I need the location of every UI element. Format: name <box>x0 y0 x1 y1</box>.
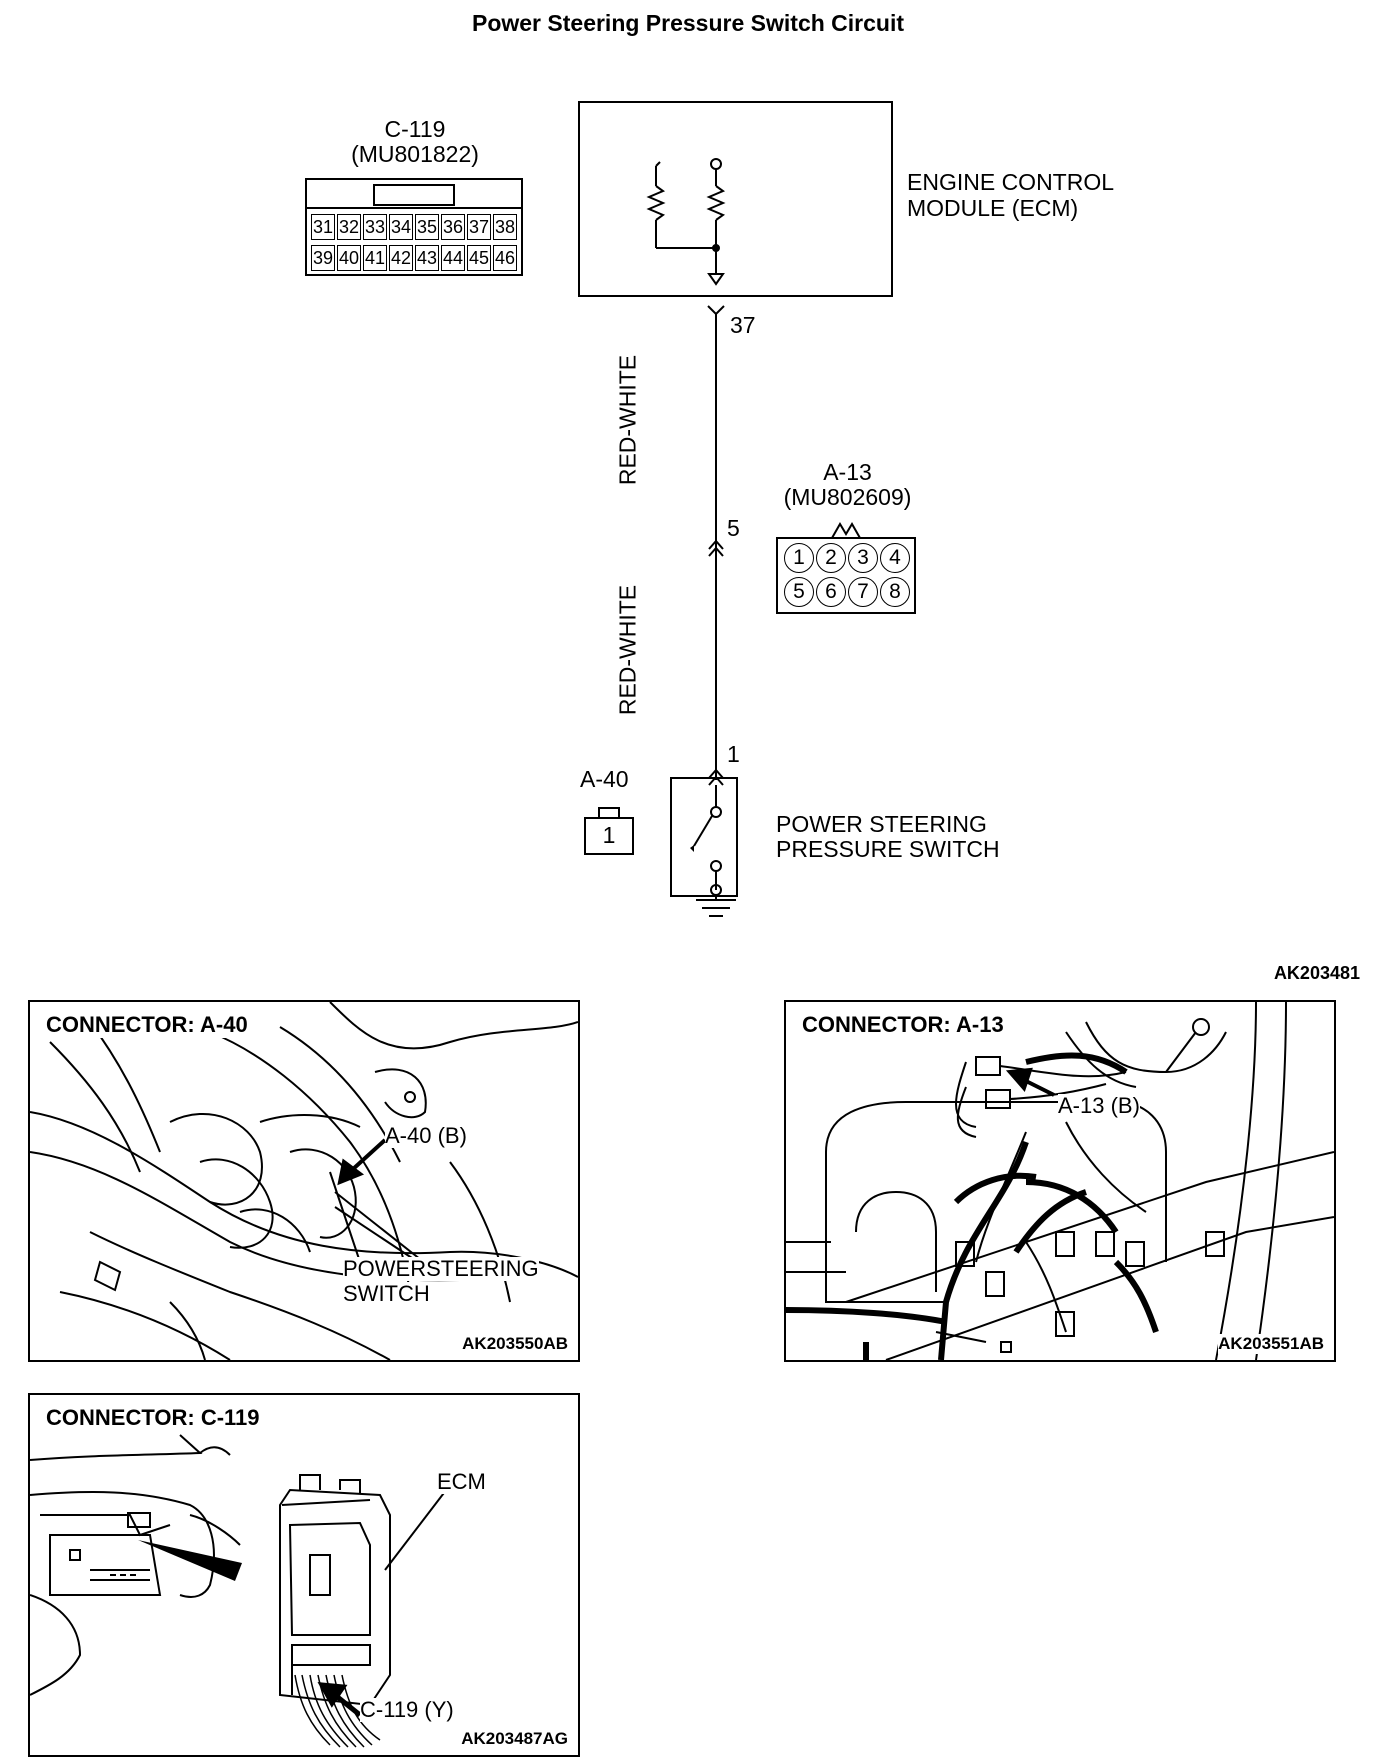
connector-pin: 4 <box>880 543 910 573</box>
switch-label-line1: POWER STEERING <box>776 811 987 837</box>
panel-connector-a13: CONNECTOR: A-13 A-13 (B) AK203551AB <box>784 1000 1336 1362</box>
connector-pin: 40 <box>337 245 361 271</box>
connector-pin: 46 <box>493 245 517 271</box>
a40-panel-switch-line1: POWERSTEERING <box>343 1256 539 1281</box>
c119-panel-code: AK203487AG <box>461 1729 568 1749</box>
connector-pin: 32 <box>337 214 361 240</box>
connector-pin: 36 <box>441 214 465 240</box>
wire-color-upper: RED-WHITE <box>614 354 641 486</box>
a13-connector-face <box>776 522 916 614</box>
a40-pin-1: 1 <box>602 822 616 848</box>
ecm-internal-circuit <box>646 158 726 286</box>
connector-pin: 31 <box>311 214 335 240</box>
connector-pin: 7 <box>848 577 878 607</box>
c119-panel-title: CONNECTOR: C-119 <box>44 1405 262 1431</box>
a13-panel-code: AK203551AB <box>1218 1334 1324 1354</box>
connector-pin: 5 <box>784 577 814 607</box>
terminal-a13: 5 <box>727 515 740 541</box>
ecm-label-line2: MODULE (ECM) <box>907 195 1079 221</box>
connector-pin: 37 <box>467 214 491 240</box>
connector-pin: 45 <box>467 245 491 271</box>
connector-pin: 35 <box>415 214 439 240</box>
connector-pin: 1 <box>784 543 814 573</box>
c119-id: C-119 <box>384 116 446 142</box>
main-wire <box>707 305 725 786</box>
c119-panel-ecm-label: ECM <box>437 1469 486 1494</box>
panel-connector-c119: CONNECTOR: C-119 ECM C-119 (Y) AK203487A… <box>28 1393 580 1757</box>
a40-panel-title: CONNECTOR: A-40 <box>44 1012 250 1038</box>
connector-pin: 8 <box>880 577 910 607</box>
a40-photo-illustration <box>30 1002 578 1360</box>
page-title: Power Steering Pressure Switch Circuit <box>471 10 905 36</box>
wire-color-lower: RED-WHITE <box>614 584 641 716</box>
a13-panel-callout: A-13 (B) <box>1058 1093 1140 1118</box>
connector-pin: 41 <box>363 245 387 271</box>
c119-panel-callout: C-119 (Y) <box>360 1697 454 1722</box>
a13-id: A-13 <box>823 459 872 485</box>
switch-label-line2: PRESSURE SWITCH <box>776 836 1000 862</box>
connector-pin: 34 <box>389 214 413 240</box>
a13-panel-title: CONNECTOR: A-13 <box>800 1012 1006 1038</box>
connector-pin: 43 <box>415 245 439 271</box>
connector-pin: 2 <box>816 543 846 573</box>
a13-part-number: (MU802609) <box>783 484 912 510</box>
connector-pin: 3 <box>848 543 878 573</box>
switch-symbol <box>693 785 736 917</box>
connector-pin: 6 <box>816 577 846 607</box>
terminal-switch: 1 <box>727 741 740 767</box>
c119-connector-face <box>305 178 523 276</box>
main-figure-code: AK203481 <box>1273 963 1360 983</box>
switch-box <box>670 777 738 897</box>
connector-pin: 38 <box>493 214 517 240</box>
a40-panel-code: AK203550AB <box>462 1334 568 1354</box>
ecm-box <box>578 101 893 297</box>
a13-photo-illustration <box>786 1002 1334 1360</box>
connector-pin: 44 <box>441 245 465 271</box>
a40-panel-callout: A-40 (B) <box>385 1123 467 1148</box>
a40-id: A-40 <box>580 766 629 792</box>
switch-contact-marks <box>690 845 694 852</box>
connector-pin: 33 <box>363 214 387 240</box>
c119-photo-illustration <box>30 1434 451 1748</box>
panel-connector-a40: CONNECTOR: A-40 A-40 (B) POWERSTEERING S… <box>28 1000 580 1362</box>
a40-connector-face <box>584 807 634 855</box>
terminal-ecm: 37 <box>730 312 756 338</box>
a40-panel-switch-line2: SWITCH <box>343 1281 430 1306</box>
connector-pin: 39 <box>311 245 335 271</box>
connector-pin: 42 <box>389 245 413 271</box>
c119-part-number: (MU801822) <box>351 141 479 167</box>
ecm-label-line1: ENGINE CONTROL <box>907 169 1115 195</box>
circuit-schematic <box>305 101 916 917</box>
